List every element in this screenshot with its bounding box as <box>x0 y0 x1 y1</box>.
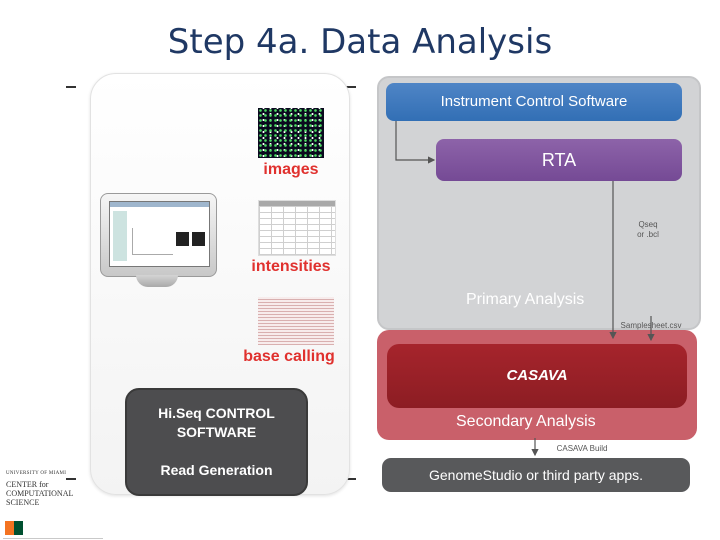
hiseq-title: Hi.Seq CONTROL SOFTWARE <box>158 405 275 440</box>
u-logo-icon <box>5 521 23 535</box>
divider-mark <box>66 478 76 480</box>
genome-studio-label: GenomeStudio or third party apps. <box>428 467 643 483</box>
base-calling-label: base calling <box>243 348 335 365</box>
secondary-analysis-label: Secondary Analysis <box>456 413 596 430</box>
qseq-note: Qseq or .bcl <box>637 220 659 239</box>
base-calling-thumbnail <box>258 297 334 345</box>
casava-build-note: CASAVA Build <box>556 444 608 453</box>
ics-to-rta-arrow <box>395 121 436 164</box>
intensities-label: intensities <box>251 258 331 275</box>
cluster-image-thumbnail <box>258 108 324 158</box>
casava-box: CASAVA <box>387 344 687 408</box>
primary-analysis-label: Primary Analysis <box>466 291 585 308</box>
logo-center-text: CENTER for COMPUTATIONAL SCIENCE <box>6 480 74 507</box>
intensities-table-thumbnail <box>258 200 336 256</box>
monitor-stand <box>136 275 178 287</box>
hiseq-control-software-box: Hi.Seq CONTROL SOFTWARE Read Generation <box>125 388 308 496</box>
monitor-screen <box>109 201 210 267</box>
instrument-control-software-box: Instrument Control Software <box>386 83 682 121</box>
university-logo: UNIVERSITY OF MIAMI CENTER for COMPUTATI… <box>3 468 103 539</box>
images-label: images <box>263 161 319 178</box>
read-generation-label: Read Generation <box>160 462 273 478</box>
divider-mark <box>346 478 356 480</box>
divider-mark <box>346 86 356 88</box>
slide-title: Step 4a. Data Analysis <box>167 22 553 62</box>
divider-mark <box>66 86 76 88</box>
monitor-icon <box>100 193 217 277</box>
logo-university-text: UNIVERSITY OF MIAMI <box>6 471 67 476</box>
rta-box: RTA <box>436 139 682 181</box>
genome-studio-box <box>382 458 690 492</box>
